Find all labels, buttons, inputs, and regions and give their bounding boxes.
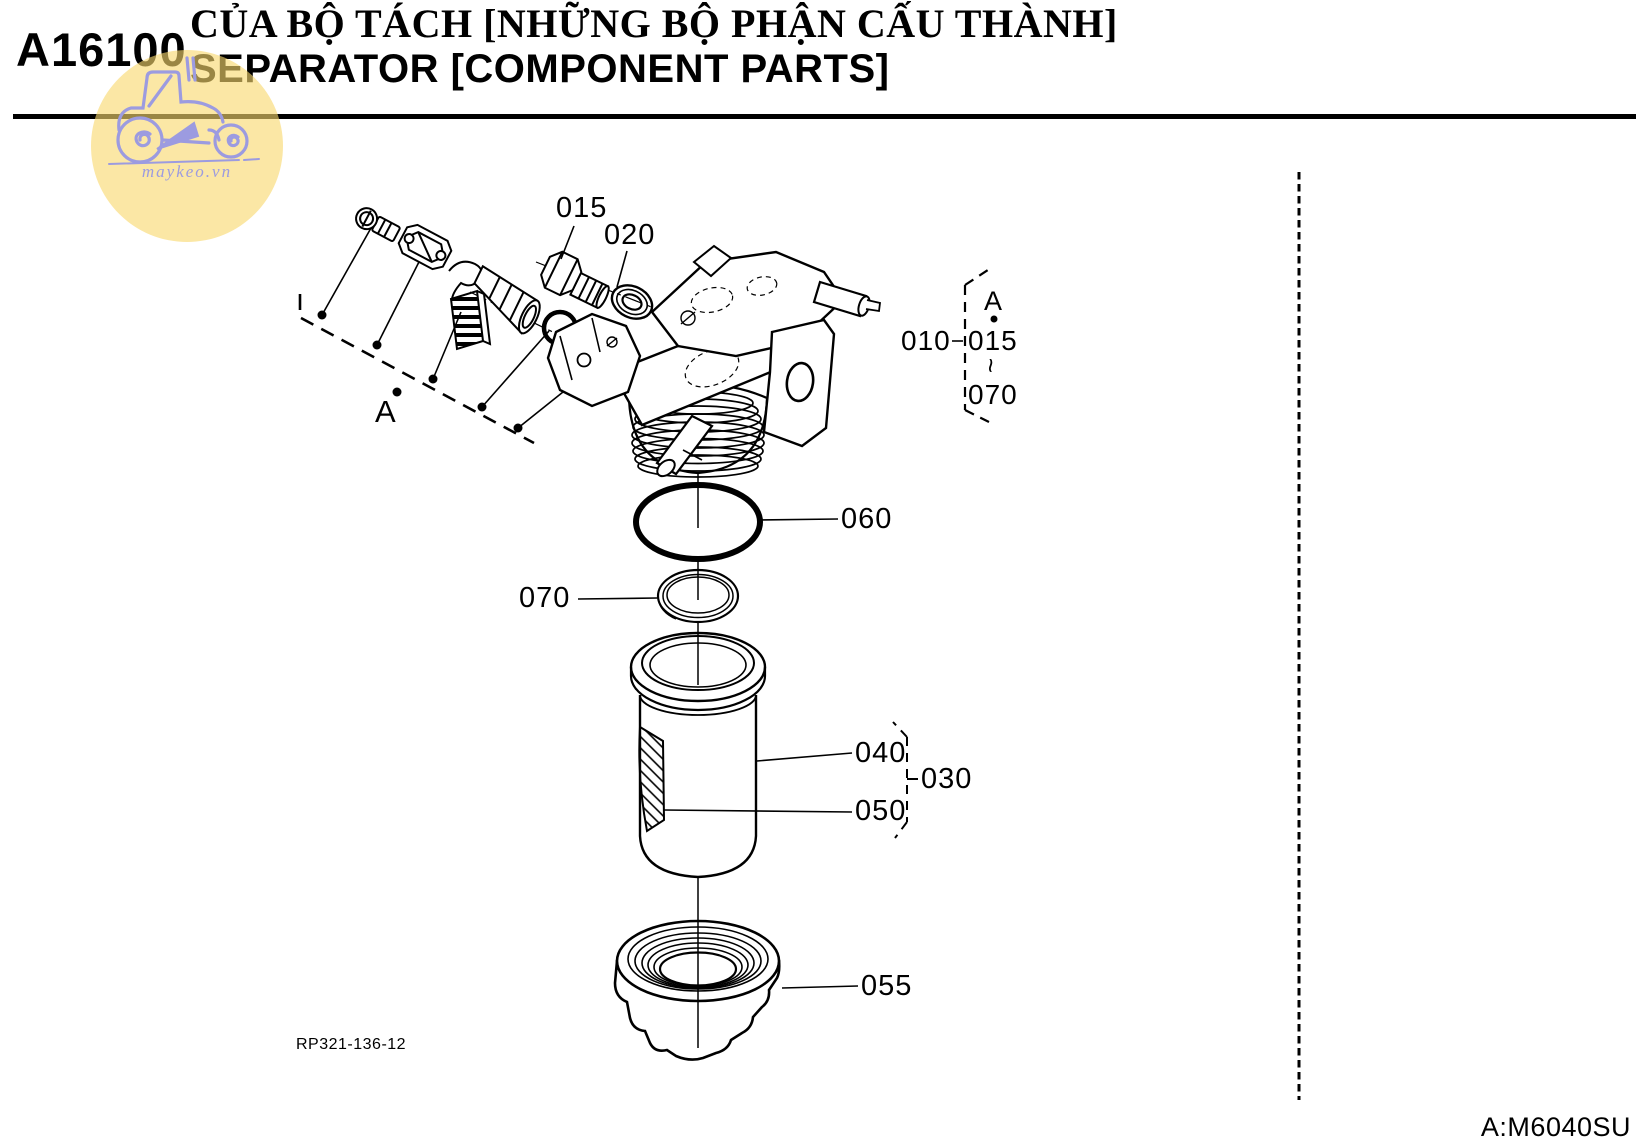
- callout-070: 070: [519, 582, 571, 614]
- separator-head: [546, 244, 881, 478]
- bracket-030: [892, 721, 918, 839]
- callout-bracket-tilde: ~: [976, 357, 1007, 375]
- gasket-plate: [397, 223, 453, 271]
- bracket-010-dot: [990, 315, 998, 323]
- callout-060: 060: [841, 503, 893, 535]
- watermark-logo: maykeo.vn: [91, 50, 283, 242]
- element-hatch: [638, 725, 666, 833]
- callout-bracket-070: 070: [968, 379, 1018, 410]
- valve-cone: [473, 264, 541, 335]
- callout-040: 040: [855, 737, 907, 769]
- callout-015: 015: [556, 192, 608, 224]
- callout-055: 055: [861, 970, 913, 1002]
- bracket-010: [963, 267, 992, 423]
- callout-010: 010: [901, 325, 951, 356]
- callout-020: 020: [604, 219, 656, 251]
- callout-a-axis: A: [375, 394, 397, 429]
- group-a-dashed-line: [298, 227, 589, 445]
- model-reference: A:M6040SU: [1480, 1112, 1631, 1142]
- drawing-reference: RP321-136-12: [296, 1036, 407, 1053]
- plug-bolt-015: [540, 250, 610, 310]
- callout-bracket-a: A: [984, 286, 1004, 316]
- drain-valve-lever: [448, 260, 492, 351]
- header-divider: [13, 114, 1636, 119]
- callout-bracket-015: 015: [968, 325, 1018, 356]
- callout-030: 030: [921, 763, 973, 795]
- vent-screw: [355, 207, 401, 242]
- tractor-icon: [108, 56, 260, 165]
- o-ring-060: [633, 482, 763, 562]
- page-title-english: SEPARATOR [COMPONENT PARTS]: [190, 47, 890, 91]
- ring-nut-055: [613, 919, 781, 1061]
- page-title-vietnamese: CỦA BỘ TÁCH [NHỮNG BỘ PHẬN CẤU THÀNH]: [190, 1, 1118, 46]
- filter-bowl: [629, 631, 767, 879]
- watermark-text: maykeo.vn: [141, 162, 233, 181]
- callout-leaders: [560, 225, 963, 989]
- callout-050: 050: [855, 795, 907, 827]
- sealing-washer-020: [610, 284, 654, 320]
